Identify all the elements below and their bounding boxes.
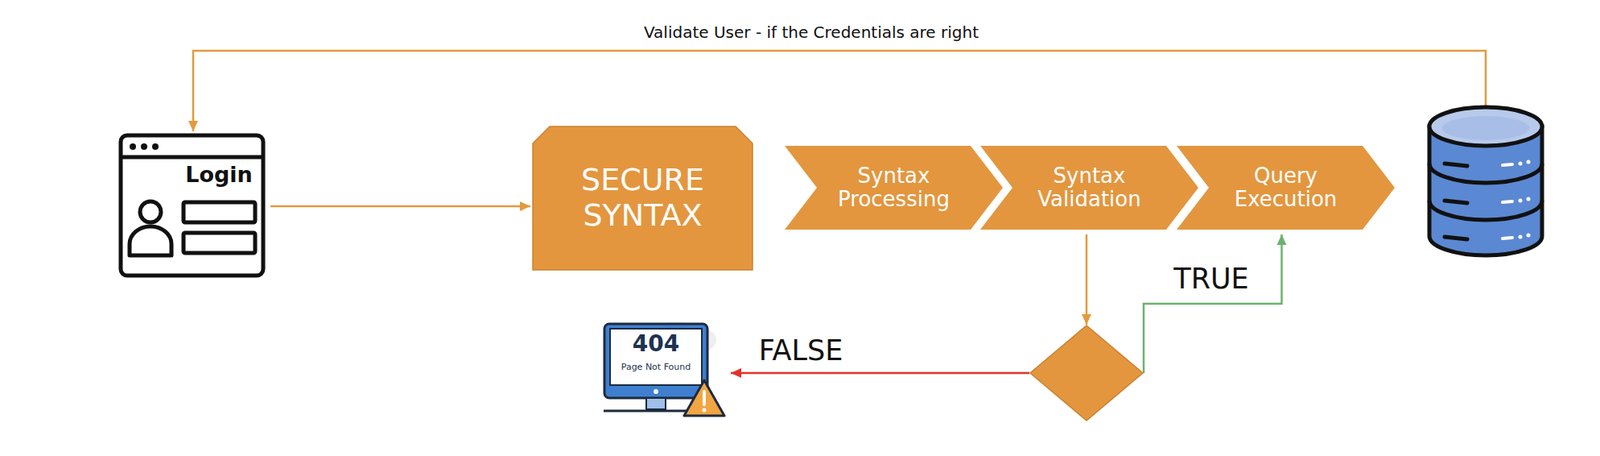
connector [270,201,531,211]
node-label: Query Execution [1213,164,1358,211]
arrow-head [188,120,198,132]
connector-line [270,205,531,208]
database-icon [1425,102,1547,260]
connector [730,367,1030,378]
process-box: SECURE SYNTAX [531,125,754,271]
error-monitor: 404Page Not Found [602,320,730,422]
process-chevron: Syntax Validation [980,145,1199,230]
edge-label: Validate User - if the Credentials are r… [641,23,982,42]
edge-label: FALSE [756,334,846,367]
node-label: 404 [632,331,680,357]
connector [188,50,1486,132]
login-window-shape [118,132,266,278]
node-label: Login [181,161,257,187]
arrow-head [1081,313,1092,325]
connector-line [1143,234,1283,373]
node-label: Syntax Validation [1017,164,1162,211]
node-label: Syntax Processing [821,164,966,211]
decision-diamond-shape [1029,324,1144,421]
arrow-head [519,201,531,211]
arrow-head [730,367,742,378]
node-sublabel: Page Not Found [621,361,692,372]
database-icon-shape [1425,102,1547,260]
connector-line [730,371,1030,375]
process-chevron: Query Execution [1176,145,1395,230]
login-window: Login [118,132,266,278]
edge-label: TRUE [1171,262,1251,295]
arrow-head [1277,234,1287,245]
node-label: SECURE SYNTAX [548,162,738,233]
decision-diamond [1029,324,1144,421]
connector [1081,234,1092,325]
connector [1143,234,1287,373]
connector-line [193,50,1486,132]
process-chevron: Syntax Processing [784,145,1003,230]
connector-line [1085,234,1089,325]
